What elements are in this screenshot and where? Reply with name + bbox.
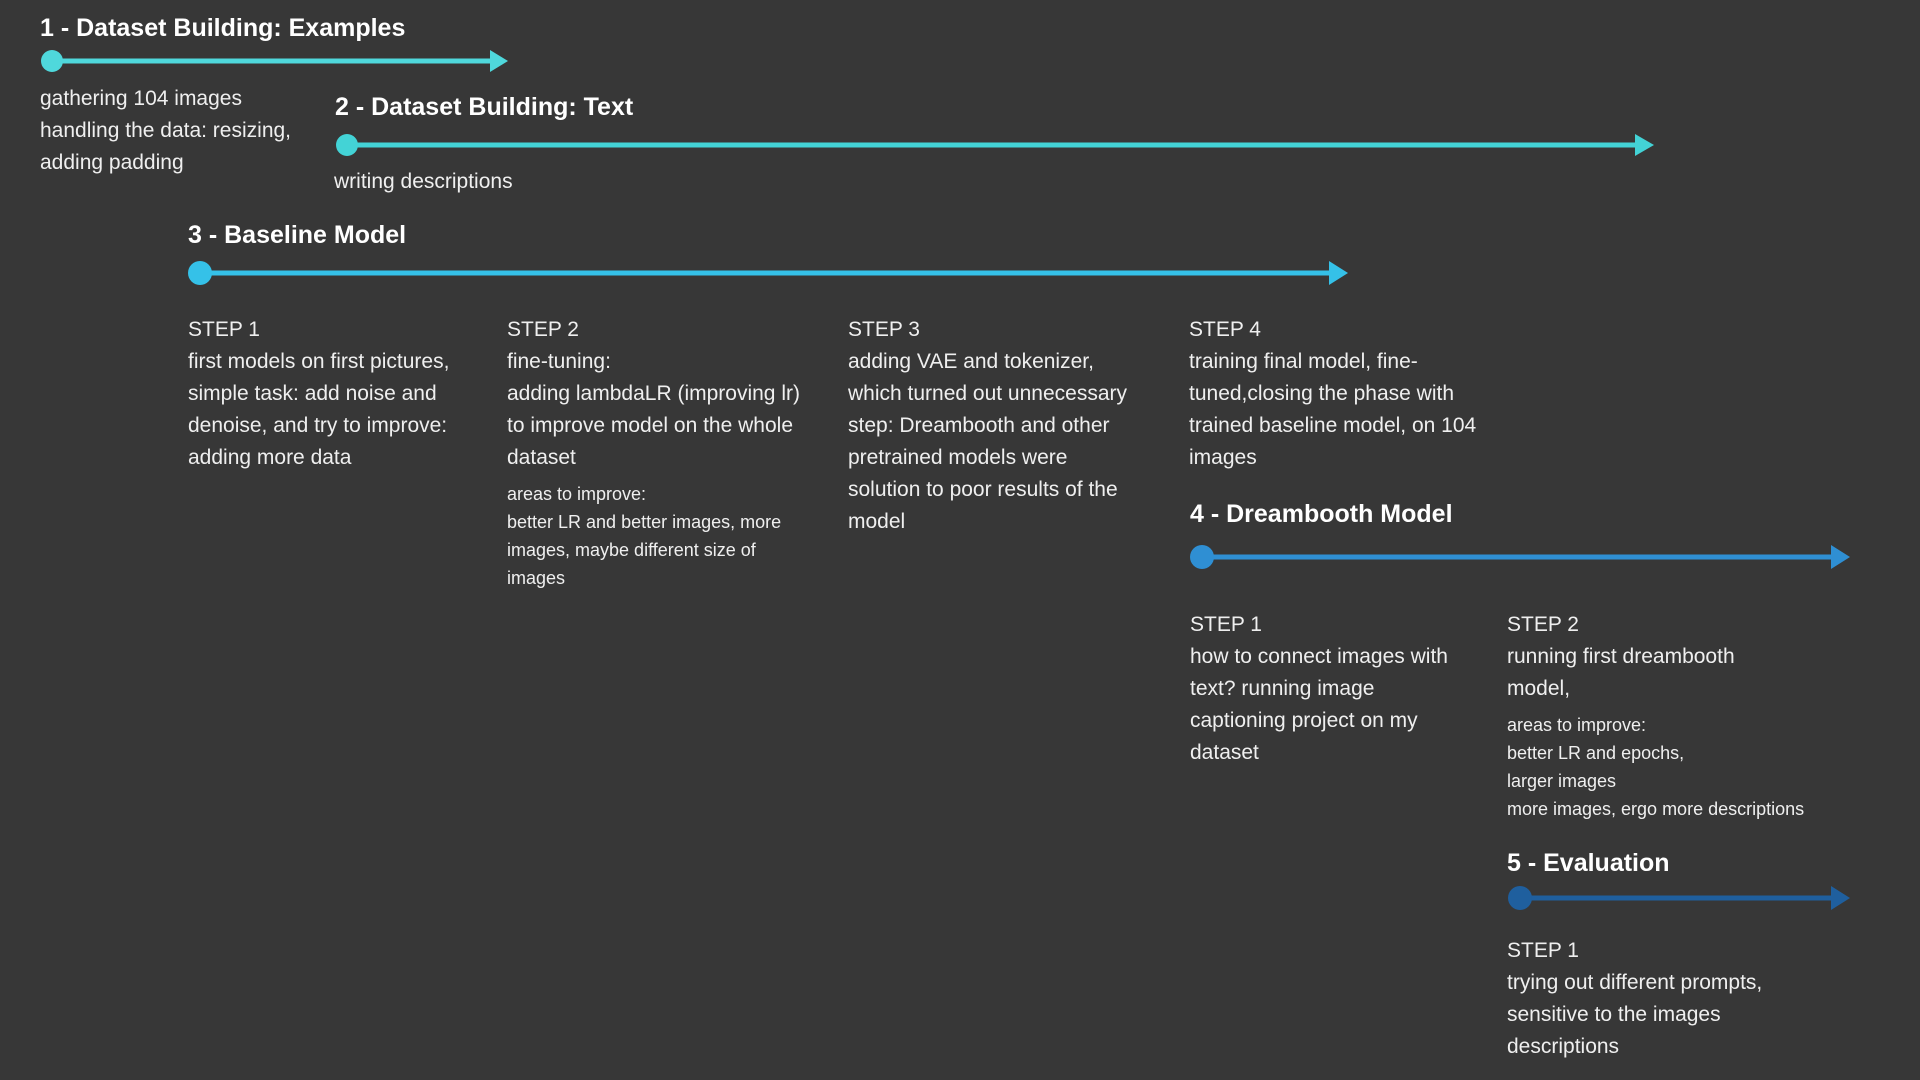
step-label: STEP 1 bbox=[1190, 613, 1262, 636]
step-line: pretrained models were bbox=[848, 446, 1068, 469]
step-line: adding more data bbox=[188, 446, 352, 469]
phase1-start-dot bbox=[41, 50, 63, 72]
step-line: which turned out unnecessary bbox=[848, 382, 1127, 405]
phase1-arrowhead bbox=[490, 50, 508, 72]
phase5-timeline bbox=[1508, 886, 1850, 910]
phase3-step1: STEP 1 first models on first pictures, s… bbox=[188, 314, 449, 474]
phase3-start-dot bbox=[188, 261, 212, 285]
step-line: descriptions bbox=[1507, 1035, 1620, 1058]
phase1-title: 1 - Dataset Building: Examples bbox=[40, 14, 406, 42]
step-line: dataset bbox=[507, 446, 576, 469]
step-line: simple task: add noise and bbox=[188, 382, 437, 405]
phase4-title: 4 - Dreambooth Model bbox=[1190, 500, 1453, 528]
step-line: solution to poor results of the bbox=[848, 478, 1118, 501]
step-line: captioning project on my bbox=[1190, 709, 1418, 732]
step-line: running first dreambooth bbox=[1507, 645, 1735, 668]
phase4-timeline bbox=[1190, 545, 1850, 569]
phase2-title: 2 - Dataset Building: Text bbox=[335, 93, 634, 121]
phase3-step2: STEP 2 fine-tuning: adding lambdaLR (imp… bbox=[507, 314, 800, 592]
step-label: STEP 4 bbox=[1189, 318, 1261, 341]
step-line: model, bbox=[1507, 677, 1571, 700]
step-line: text? running image bbox=[1190, 677, 1375, 700]
phase5-start-dot bbox=[1508, 886, 1532, 910]
step-line: fine-tuning: bbox=[507, 350, 611, 373]
phase1-timeline bbox=[41, 50, 508, 72]
step-line: adding VAE and tokenizer, bbox=[848, 350, 1094, 373]
phase2-timeline bbox=[336, 134, 1654, 156]
phase2-start-dot bbox=[336, 134, 358, 156]
step-line: how to connect images with bbox=[1190, 645, 1448, 668]
step-label: STEP 3 bbox=[848, 318, 920, 341]
note-line: images, maybe different size of bbox=[507, 540, 756, 560]
note-line: more images, ergo more descriptions bbox=[1507, 799, 1805, 819]
note-line: areas to improve: bbox=[507, 484, 647, 504]
phase1-line: adding padding bbox=[40, 151, 184, 174]
step-line: sensitive to the images bbox=[1507, 1003, 1721, 1026]
phase5-step1: STEP 1 trying out different prompts, sen… bbox=[1507, 935, 1762, 1063]
phase5-title: 5 - Evaluation bbox=[1507, 849, 1670, 877]
step-line: denoise, and try to improve: bbox=[188, 414, 448, 437]
step-line: dataset bbox=[1190, 741, 1259, 764]
phase1-line: handling the data: resizing, bbox=[40, 119, 292, 142]
phase1-line: gathering 104 images bbox=[40, 87, 242, 110]
step-improvement-note: areas to improve: better LR and better i… bbox=[507, 480, 800, 592]
step-line: step: Dreambooth and other bbox=[848, 414, 1110, 437]
step-line: images bbox=[1189, 446, 1257, 469]
note-line: larger images bbox=[1507, 771, 1617, 791]
step-improvement-note: areas to improve: better LR and epochs, … bbox=[1507, 711, 1804, 823]
note-line: areas to improve: bbox=[1507, 715, 1647, 735]
phase3-title: 3 - Baseline Model bbox=[188, 221, 407, 249]
phase3-arrowhead bbox=[1329, 261, 1348, 285]
step-line: trained baseline model, on 104 bbox=[1189, 414, 1477, 437]
step-line: trying out different prompts, bbox=[1507, 971, 1763, 994]
step-label: STEP 2 bbox=[1507, 613, 1579, 636]
phase3-step3: STEP 3 adding VAE and tokenizer, which t… bbox=[848, 314, 1127, 538]
phase4-step1: STEP 1 how to connect images with text? … bbox=[1190, 609, 1448, 769]
phase4-start-dot bbox=[1190, 545, 1214, 569]
phase4-step2: STEP 2 running first dreambooth model, a… bbox=[1507, 609, 1804, 823]
phase2-description: writing descriptions bbox=[334, 166, 513, 198]
phase4-arrowhead bbox=[1831, 545, 1850, 569]
step-line: to improve model on the whole bbox=[507, 414, 793, 437]
step-line: model bbox=[848, 510, 906, 533]
phase2-arrowhead bbox=[1635, 134, 1654, 156]
note-line: images bbox=[507, 568, 566, 588]
step-line: adding lambdaLR (improving lr) bbox=[507, 382, 800, 405]
step-label: STEP 2 bbox=[507, 318, 579, 341]
phase3-step4: STEP 4 training final model, fine- tuned… bbox=[1189, 314, 1476, 474]
phase5-arrowhead bbox=[1831, 886, 1850, 910]
phase1-description: gathering 104 images handling the data: … bbox=[40, 83, 291, 179]
note-line: better LR and better images, more bbox=[507, 512, 782, 532]
step-line: first models on first pictures, bbox=[188, 350, 450, 373]
step-line: training final model, fine- bbox=[1189, 350, 1418, 373]
phase3-timeline bbox=[188, 261, 1348, 285]
phase2-line: writing descriptions bbox=[334, 170, 513, 193]
step-line: tuned,closing the phase with bbox=[1189, 382, 1455, 405]
step-label: STEP 1 bbox=[188, 318, 260, 341]
step-label: STEP 1 bbox=[1507, 939, 1579, 962]
note-line: better LR and epochs, bbox=[1507, 743, 1685, 763]
